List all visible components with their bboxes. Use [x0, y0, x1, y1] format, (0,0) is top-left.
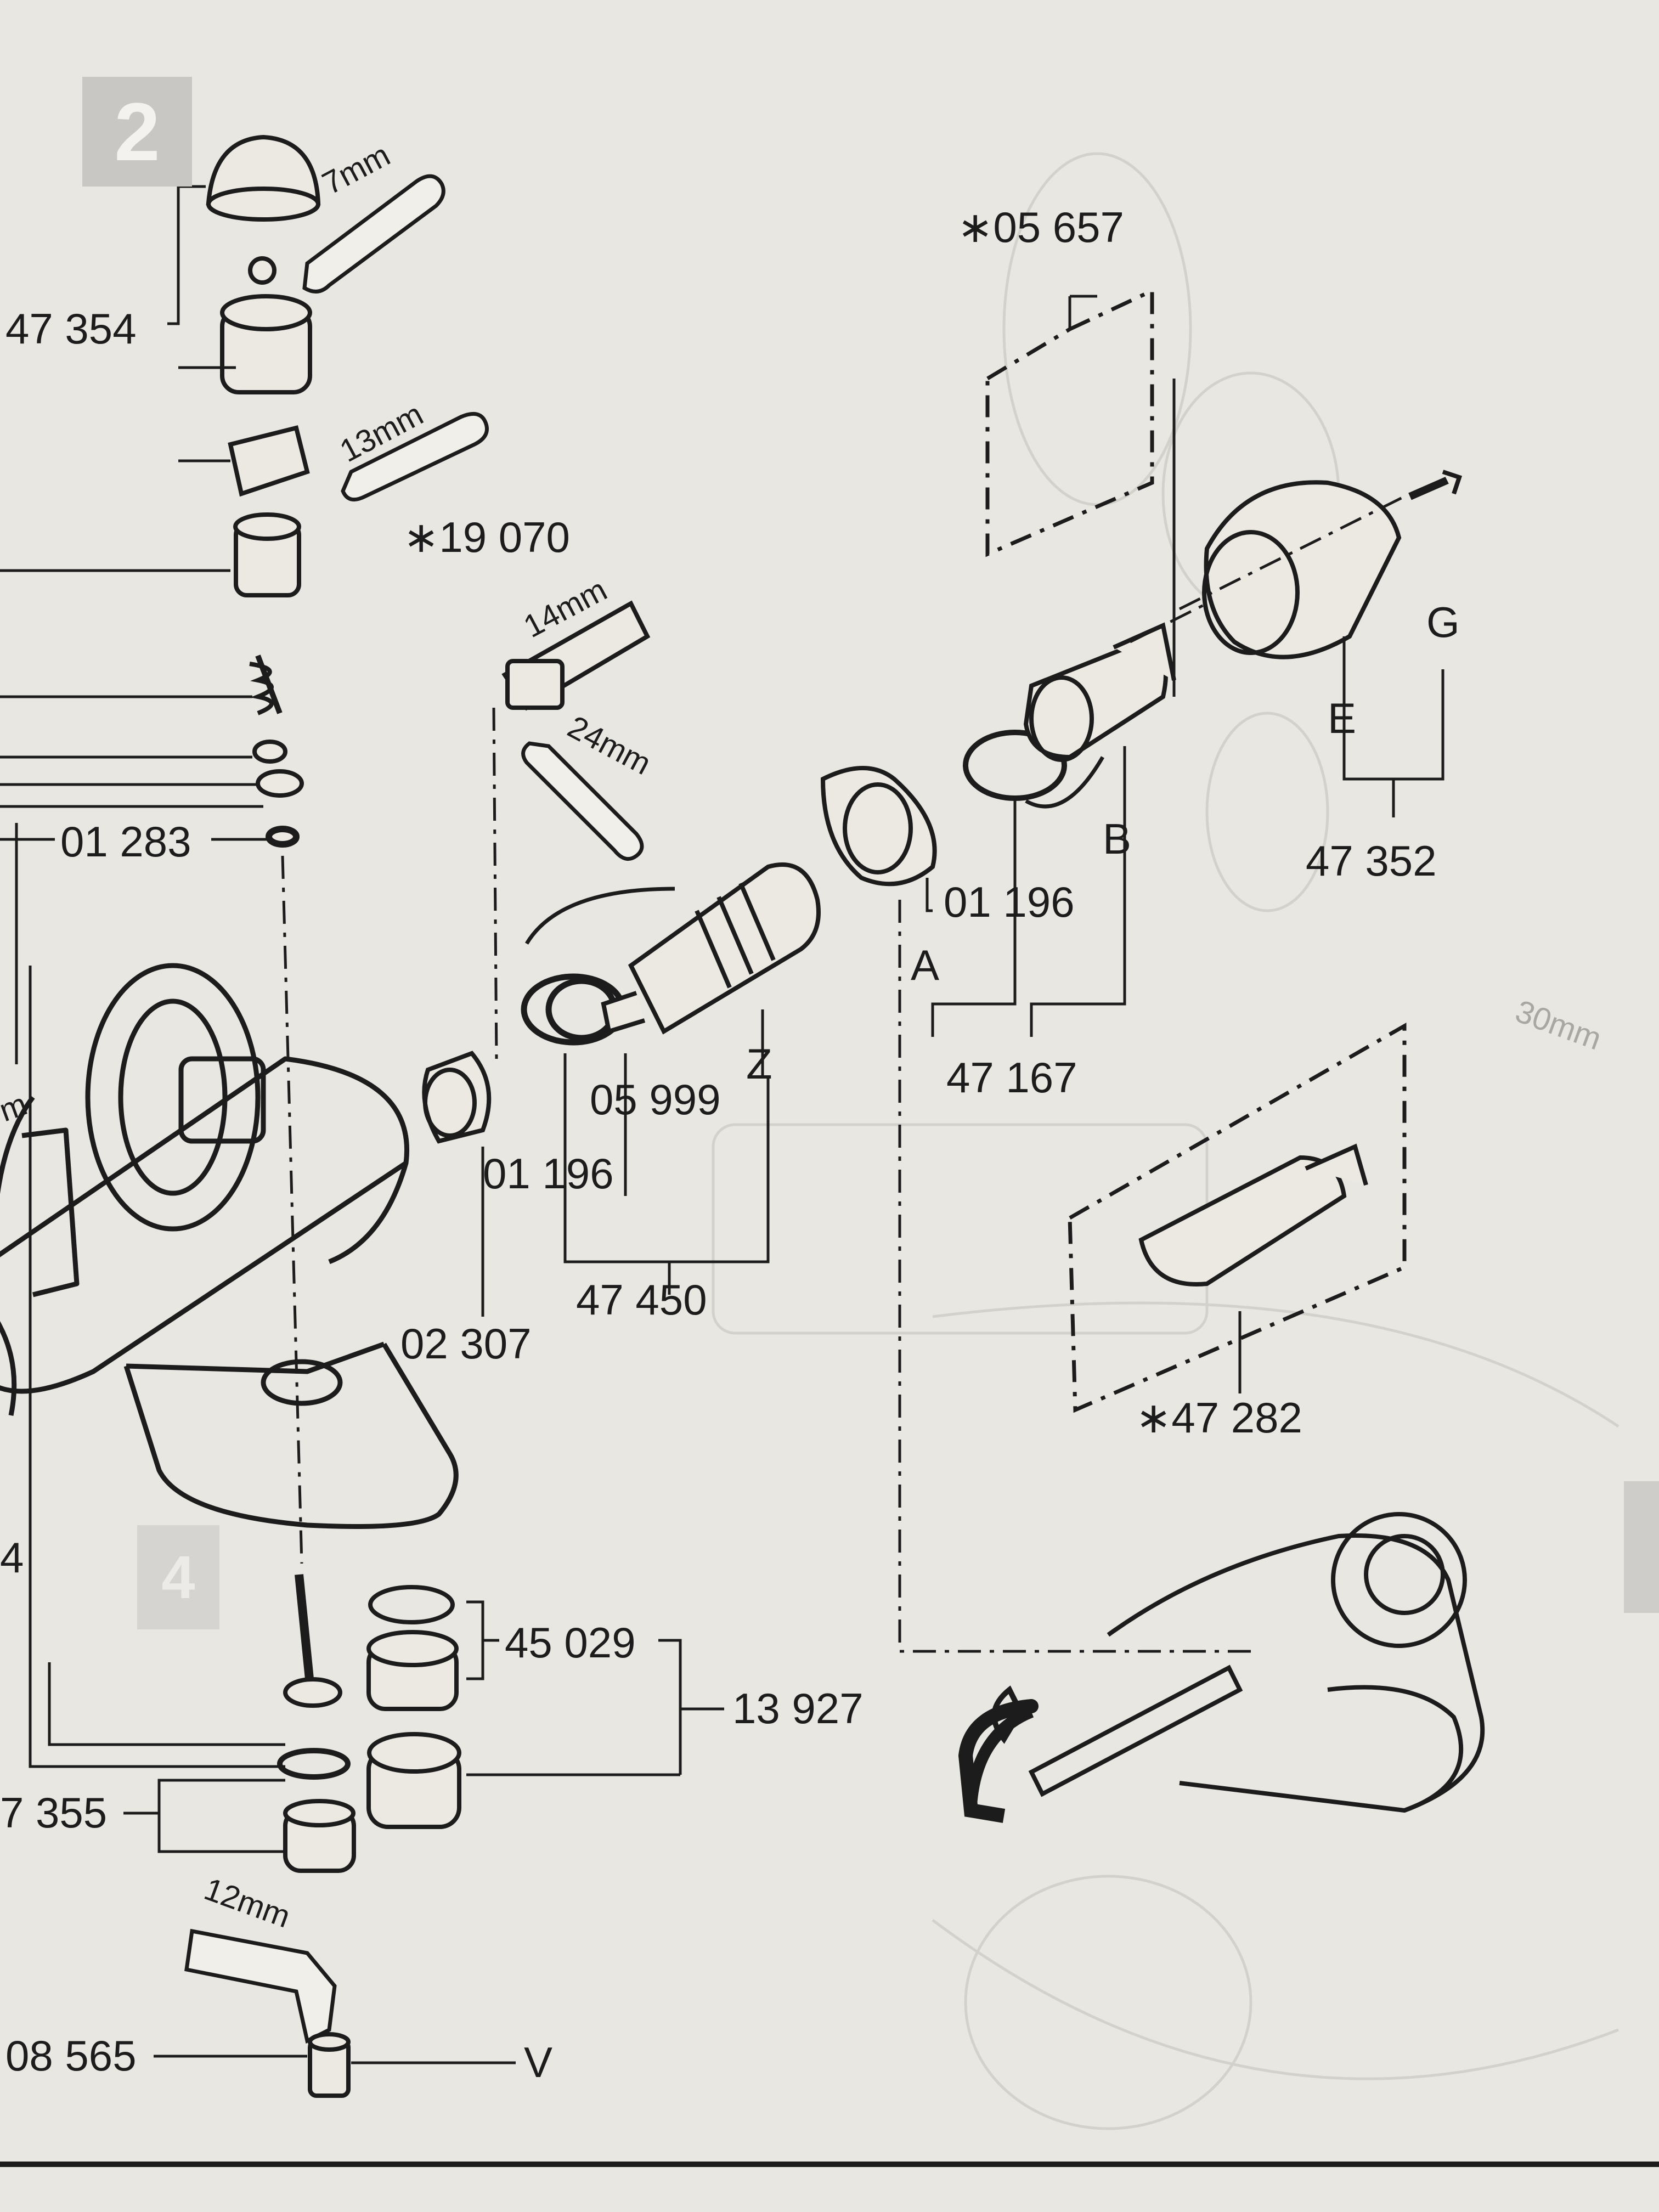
- step-number-marker-secondary: 4: [137, 1525, 219, 1629]
- part-number-47282: ∗47 282: [1136, 1393, 1302, 1442]
- replacement-cartridge: [1138, 1143, 1368, 1286]
- letter-v: V: [524, 2038, 553, 2086]
- part-number-01283: 01 283: [60, 817, 191, 866]
- part-number-01196-top: 01 196: [944, 878, 1075, 926]
- upper-handle-parts: [206, 134, 321, 848]
- letter-g: G: [1426, 598, 1460, 646]
- part-number-45029: 45 029: [505, 1618, 636, 1667]
- letter-e: E: [1328, 694, 1357, 742]
- bottom-right-fitting: [958, 1512, 1485, 1823]
- dash-dot-axes: [281, 492, 1411, 1653]
- letter-a: A: [911, 941, 940, 989]
- center-cartridge-group: [422, 470, 1463, 1144]
- part-number-47354: 47 354: [5, 304, 137, 353]
- part-number-47450: 47 450: [576, 1276, 707, 1324]
- part-number-08565: 08 565: [5, 2032, 137, 2080]
- part-number-05657: ∗05 657: [957, 203, 1124, 251]
- letter-b: B: [1103, 815, 1132, 863]
- part-number-47355: 7 355: [0, 1788, 108, 1837]
- part-number-47352: 47 352: [1306, 837, 1437, 885]
- part-number-01196-lower: 01 196: [483, 1149, 614, 1198]
- rotation-arrows: [525, 756, 1105, 1805]
- wrenches: [184, 174, 644, 2044]
- leader-lines: [0, 185, 1444, 2064]
- part-number-19070: ∗19 070: [403, 513, 570, 561]
- part-number-13927: 13 927: [732, 1684, 864, 1733]
- part-number-47167: 47 167: [946, 1053, 1077, 1102]
- edge-fragment-4: 4: [0, 1533, 24, 1582]
- part-number-05999: 05 999: [590, 1075, 721, 1124]
- lower-left-parts: [277, 1574, 461, 2098]
- letter-z: Z: [746, 1040, 772, 1088]
- page-edge-tab: [1624, 1481, 1659, 1613]
- part-number-02307: 02 307: [400, 1319, 532, 1368]
- step-number-marker: 2: [82, 77, 192, 187]
- valve-body: [0, 963, 459, 1529]
- dashed-replacement-boxes: [985, 287, 1407, 1413]
- faint-background-drawing: [712, 152, 1620, 2130]
